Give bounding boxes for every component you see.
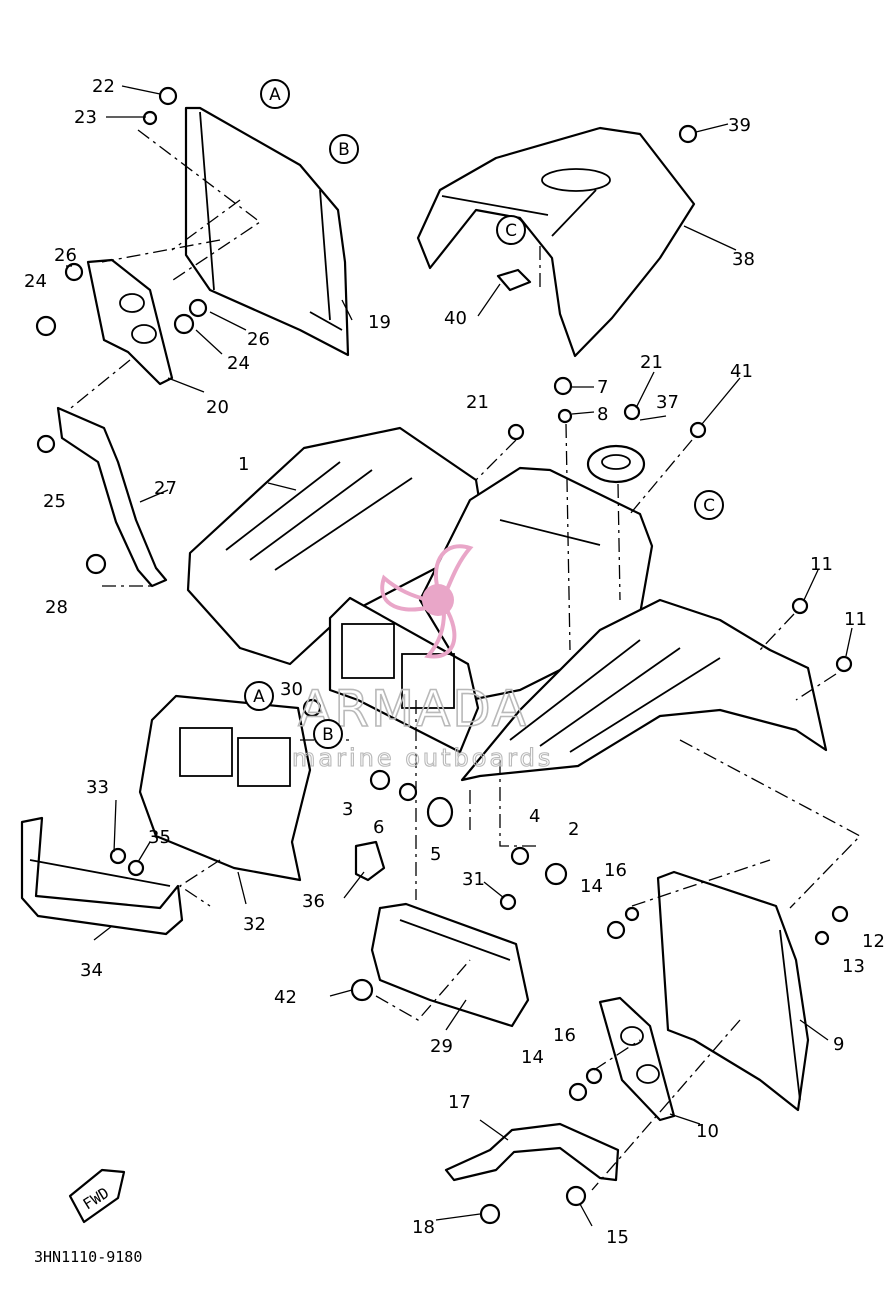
part-label-2: 2: [568, 819, 579, 840]
part-1-left-fender: [186, 426, 488, 666]
watermark-logo-icon: [380, 544, 474, 659]
part-label-33: 33: [86, 777, 109, 798]
part-29-under-tray: [370, 902, 530, 1028]
part-label-9: 9: [833, 1034, 844, 1055]
part-label-23: 23: [74, 107, 97, 128]
part-label-8: 8: [597, 404, 608, 425]
part-label-11-b: 11: [844, 609, 867, 630]
part-label-24-b: 24: [227, 353, 250, 374]
part-label-17: 17: [448, 1092, 471, 1113]
part-label-26-a: 26: [54, 245, 77, 266]
part-label-14-a: 14: [580, 876, 603, 897]
part-label-32: 32: [243, 914, 266, 935]
callout-label: B: [338, 140, 350, 160]
part-32-headlight-cover: [138, 694, 312, 882]
leader-lines: [66, 85, 853, 1227]
part-label-27: 27: [154, 478, 177, 499]
part-40-clip: [496, 268, 532, 292]
callout-c-right: C: [694, 490, 724, 520]
part-label-38: 38: [732, 249, 755, 270]
part-37-emblem: [586, 444, 646, 484]
part-label-34: 34: [80, 960, 103, 981]
part-20-bracket-plate: [86, 258, 174, 386]
part-label-31: 31: [462, 869, 485, 890]
part-label-35: 35: [148, 827, 171, 848]
part-label-36: 36: [302, 891, 325, 912]
part-34-bumper: [20, 816, 184, 936]
part-label-12: 12: [862, 931, 885, 952]
fwd-arrow-icon: FWD: [68, 1168, 126, 1224]
part-headlight-unit: [328, 596, 480, 754]
part-label-18: 18: [412, 1217, 435, 1238]
part-27-stay: [56, 406, 168, 588]
callout-b-top: B: [329, 134, 359, 164]
part-label-22: 22: [92, 76, 115, 97]
part-9-side-panel: [656, 870, 810, 1112]
part-label-28: 28: [45, 597, 68, 618]
part-36-reflector: [354, 840, 386, 882]
part-label-39: 39: [728, 115, 751, 136]
part-17-stay: [444, 1122, 620, 1182]
part-label-16-b: 16: [553, 1025, 576, 1046]
part-label-29: 29: [430, 1036, 453, 1057]
callout-b-bottom: B: [313, 719, 343, 749]
callout-label: C: [703, 496, 715, 516]
diagram-code: 3HN1110-9180: [34, 1248, 142, 1266]
part-label-37: 37: [656, 392, 679, 413]
part-label-16-a: 16: [604, 860, 627, 881]
part-label-25: 25: [43, 491, 66, 512]
part-label-7: 7: [597, 377, 608, 398]
part-label-13: 13: [842, 956, 865, 977]
part-label-1: 1: [238, 454, 249, 475]
part-38-top-cover: [416, 126, 696, 358]
part-label-5: 5: [430, 844, 441, 865]
part-label-14-b: 14: [521, 1047, 544, 1068]
callout-label: A: [253, 687, 265, 707]
part-label-24-a: 24: [24, 271, 47, 292]
part-label-41: 41: [730, 361, 753, 382]
part-label-42: 42: [274, 987, 297, 1008]
part-label-10: 10: [696, 1121, 719, 1142]
part-label-30: 30: [280, 679, 303, 700]
callout-label: A: [269, 85, 281, 105]
assembly-lines: [65, 129, 862, 1191]
callout-label: C: [505, 221, 517, 241]
part-label-3: 3: [342, 799, 353, 820]
part-label-21-b: 21: [640, 352, 663, 373]
fasteners: [35, 86, 853, 1225]
part-label-40: 40: [444, 308, 467, 329]
part-label-20: 20: [206, 397, 229, 418]
part-label-6: 6: [373, 817, 384, 838]
part-label-19: 19: [368, 312, 391, 333]
part-19-rear-panel: [184, 106, 350, 357]
part-label-4: 4: [529, 806, 540, 827]
callout-label: B: [322, 725, 334, 745]
watermark-tagline: marine outboards: [292, 744, 553, 772]
part-label-26-b: 26: [247, 329, 270, 350]
callout-a-top: A: [260, 79, 290, 109]
part-label-15: 15: [606, 1227, 629, 1248]
callout-c-top: C: [496, 215, 526, 245]
callout-a-bottom: A: [244, 681, 274, 711]
part-labels: 1 2 3 4 5 6 7 8 9 10 11 11 12 13 14 14 1…: [24, 76, 885, 1248]
part-label-21-a: 21: [466, 392, 489, 413]
part-right-fender: [460, 598, 828, 782]
part-label-11-a: 11: [810, 554, 833, 575]
